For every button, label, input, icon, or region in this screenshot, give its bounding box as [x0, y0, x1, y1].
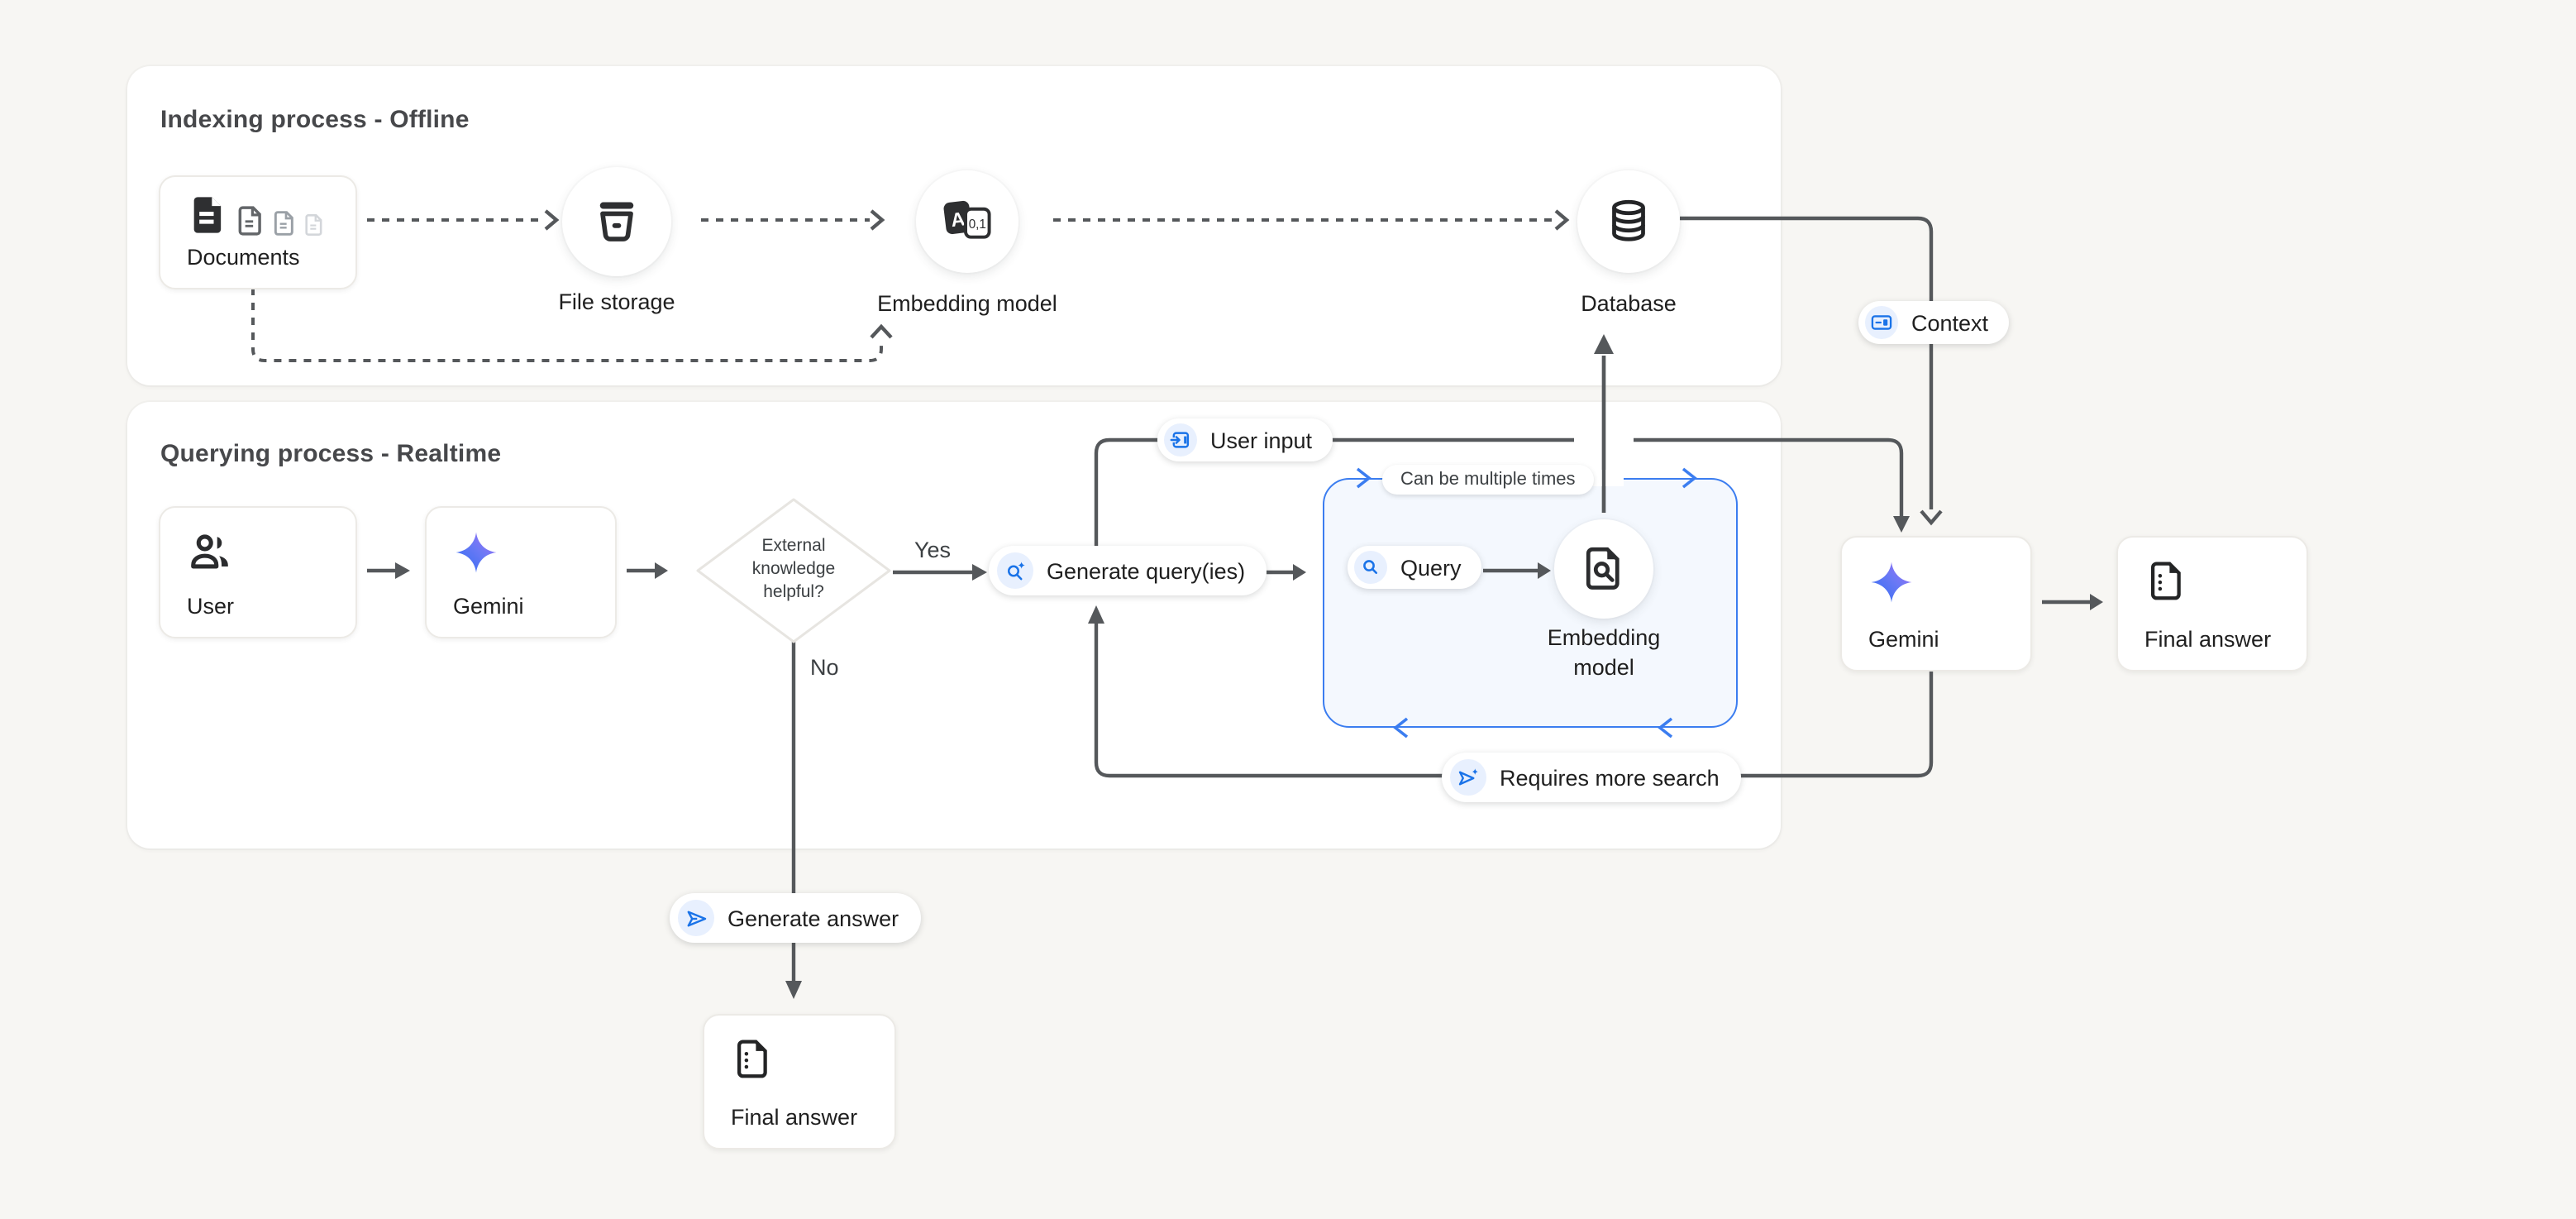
final-answer-output-node: Final answer — [2116, 536, 2308, 672]
dashed-arrowheads — [544, 209, 1570, 339]
solid-connectors — [367, 216, 2092, 987]
database-node — [1577, 170, 1680, 273]
no-label: No — [810, 655, 839, 680]
loop-box-arrows — [1356, 467, 1697, 739]
edge-database-context-gemini — [1680, 216, 1934, 509]
gemini-star-icon — [453, 529, 499, 584]
documents-label: Documents — [187, 245, 300, 270]
query-label: Query — [1400, 555, 1462, 580]
generate-queries-pill: Generate query(ies) — [989, 546, 1267, 595]
search-spark-icon — [997, 552, 1033, 589]
edge-userinput-right — [1634, 437, 1904, 516]
generate-answer-pill: Generate answer — [670, 893, 921, 943]
generate-answer-label: Generate answer — [727, 906, 899, 930]
gemini-output-node: Gemini — [1840, 536, 2032, 672]
user-node: User — [159, 506, 357, 638]
gemini-label: Gemini — [453, 594, 524, 619]
edge-documents-return — [251, 288, 883, 362]
user-input-icon — [1164, 423, 1197, 457]
final-answer-label: Final answer — [731, 1105, 858, 1130]
file-storage-label: File storage — [558, 289, 675, 314]
user-label: User — [187, 594, 235, 619]
loop-box — [1323, 478, 1738, 728]
decision-text: External knowledge helpful? — [751, 536, 836, 602]
query-pill: Query — [1348, 546, 1481, 589]
context-pill: Context — [1858, 301, 2009, 344]
final-answer-doc-icon — [731, 1037, 775, 1090]
documents-icon — [187, 194, 326, 237]
context-chevron-arrowhead — [1920, 509, 1943, 526]
final-answer-output-label: Final answer — [2144, 627, 2272, 652]
doc-search-icon — [1586, 547, 1620, 590]
search-icon — [1354, 551, 1387, 584]
context-icon — [1865, 306, 1898, 339]
gemini-output-label: Gemini — [1868, 627, 1939, 652]
send-icon — [678, 900, 714, 936]
documents-node: Documents — [159, 175, 357, 289]
send-spark-icon — [1450, 759, 1486, 796]
embedding-icon-digits: 0,1 — [969, 218, 986, 232]
embedding-model2-node — [1554, 519, 1653, 619]
embedding-model-node: A 0,1 — [916, 170, 1018, 273]
generate-queries-label: Generate query(ies) — [1047, 558, 1246, 583]
gemini-star-icon — [1868, 559, 1915, 614]
loop-note-pill: Can be multiple times — [1382, 465, 1594, 495]
final-answer-node: Final answer — [703, 1014, 896, 1150]
user-input-pill: User input — [1157, 418, 1333, 461]
solid-arrowheads — [395, 334, 2103, 999]
edge-userinput-left — [1094, 437, 1574, 546]
user-icon — [187, 529, 235, 586]
querying-panel-title: Querying process - Realtime — [160, 440, 502, 468]
decision-diamond — [696, 498, 891, 643]
final-answer-doc-icon — [2144, 559, 2189, 612]
embedding-model2-label: Embedding model — [1547, 625, 1661, 680]
requires-more-search-label: Requires more search — [1500, 765, 1720, 790]
file-storage-node — [562, 167, 671, 276]
embedding-model-label: Embedding model — [877, 291, 1057, 316]
context-pill-label: Context — [1911, 310, 1989, 335]
embedding-icon-letter: A — [950, 208, 966, 231]
database-icon — [1612, 199, 1645, 241]
storage-bucket-icon — [599, 202, 634, 241]
yes-label: Yes — [914, 538, 952, 562]
dashed-connectors — [251, 218, 1554, 362]
requires-more-search-pill: Requires more search — [1442, 753, 1741, 802]
indexing-panel-title: Indexing process - Offline — [160, 106, 470, 134]
embedding-model-icon: A 0,1 — [943, 200, 991, 239]
user-input-label: User input — [1210, 428, 1313, 452]
gemini-node: Gemini — [425, 506, 617, 638]
database-label: Database — [1581, 291, 1677, 316]
